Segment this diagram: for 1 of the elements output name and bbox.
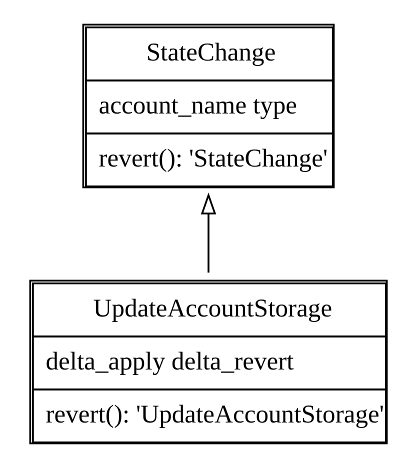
arrow <box>200 192 216 273</box>
